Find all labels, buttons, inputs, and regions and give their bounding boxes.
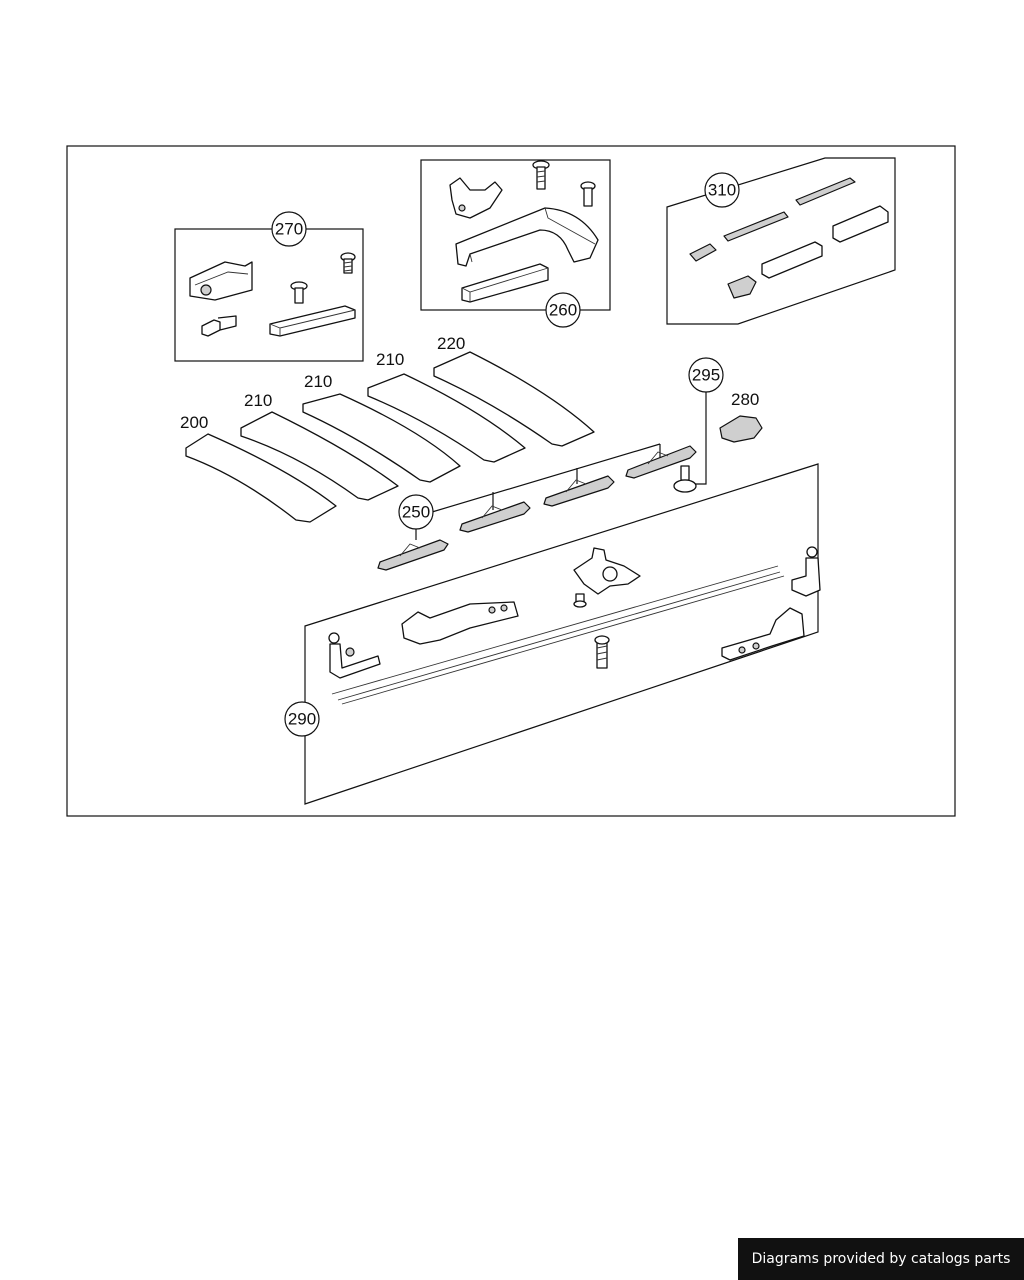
part-290-hinge-left [328, 632, 381, 679]
part-295-screw [673, 465, 697, 493]
credit-banner: Diagrams provided by catalogs parts [738, 1238, 1024, 1280]
part-290-rail [331, 565, 785, 705]
callout-270 [271, 211, 307, 247]
part-310-strip-b [723, 211, 789, 242]
panel-210-b [302, 393, 461, 483]
group-290-box [304, 463, 819, 805]
callout-310-label: 310 [708, 181, 736, 200]
group-310-box [666, 157, 896, 325]
leader-250 [415, 443, 661, 540]
part-310-block-a [832, 205, 889, 243]
part-310-block-b [761, 241, 823, 279]
group-290: 290 [284, 463, 821, 805]
credit-text: Diagrams provided by catalogs parts [751, 1251, 1011, 1267]
label-210-a: 210 [244, 391, 272, 410]
part-280-clip [719, 415, 763, 443]
part-310-strip-a [795, 177, 856, 206]
part-270-bar [269, 305, 356, 337]
leader-295 [694, 392, 707, 485]
callout-260-label: 260 [549, 301, 577, 320]
part-250-slider-a [377, 539, 449, 571]
group-270: 270 [174, 211, 364, 362]
label-200: 200 [180, 413, 208, 432]
part-290-hinge-right [791, 546, 821, 597]
part-260-screw-a [532, 160, 550, 190]
callout-250-label: 250 [402, 503, 430, 522]
part-270-screw-a [340, 252, 356, 274]
part-310-clip-b [727, 275, 757, 299]
panel-200 [185, 433, 337, 523]
label-280: 280 [731, 390, 759, 409]
group-260-box [420, 159, 611, 311]
part-270-screw-b [290, 281, 308, 304]
part-290-arm-right [721, 607, 805, 661]
group-260: 260 [420, 159, 611, 328]
group-295: 295 [673, 357, 724, 493]
callout-295 [688, 357, 724, 393]
part-250-slider-d [625, 445, 697, 479]
callout-270-label: 270 [275, 220, 303, 239]
group-280: 280 [719, 390, 763, 443]
panel-210-c [367, 373, 526, 463]
part-290-arm-left [401, 601, 519, 645]
part-290-center-mechanism [573, 547, 641, 608]
part-250-slider-c [543, 475, 615, 507]
callout-250 [398, 494, 434, 530]
callout-310 [704, 172, 740, 208]
part-260-screw-b [580, 181, 596, 207]
group-250: 250 [377, 443, 697, 571]
panel-220 [433, 351, 595, 447]
part-250-slider-b [459, 501, 531, 533]
part-270-bracket [189, 261, 253, 301]
group-270-box [174, 228, 364, 362]
part-260-bracket [449, 177, 503, 219]
part-290-bolt [594, 635, 610, 669]
diagram-frame [66, 145, 956, 817]
label-220: 220 [437, 334, 465, 353]
callout-260 [545, 292, 581, 328]
part-310-clip-a [689, 243, 717, 262]
label-210-b: 210 [304, 372, 332, 391]
callout-295-label: 295 [692, 366, 720, 385]
callout-290-label: 290 [288, 710, 316, 729]
callout-290 [284, 701, 320, 737]
part-260-bar [461, 263, 549, 303]
label-210-c: 210 [376, 350, 404, 369]
part-270-pin [201, 315, 237, 337]
group-310: 310 [666, 157, 896, 325]
panel-210-a [240, 411, 399, 501]
part-260-rail [455, 207, 599, 267]
panels: 200 210 210 210 220 [180, 334, 595, 523]
